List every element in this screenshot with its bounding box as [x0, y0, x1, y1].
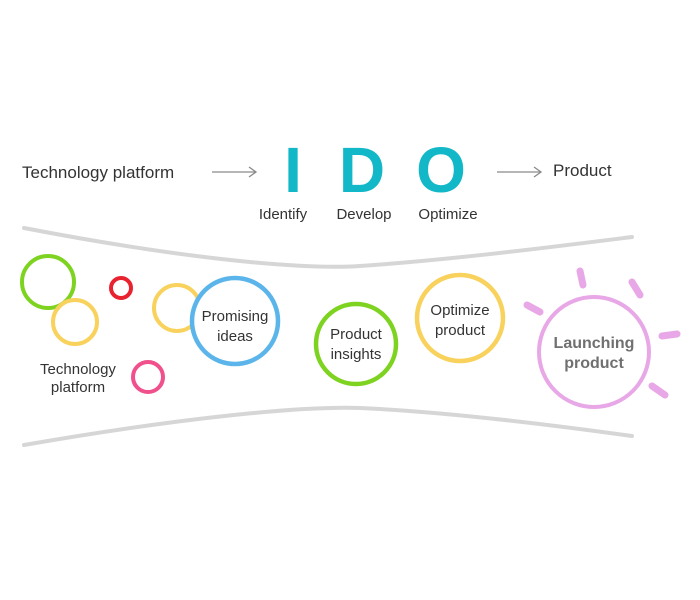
header-left-label: Technology platform [22, 163, 174, 182]
stage-launching-product: Launching product [523, 267, 681, 409]
step-identify: Identify [259, 206, 308, 223]
funnel-bottom-curve [22, 405, 634, 447]
stage-promising-ideas: Promising ideas [189, 275, 281, 367]
bubble-yellow [51, 298, 99, 346]
stage-label-line1: Promising [202, 308, 269, 325]
funnel-left-label-line2: platform [51, 379, 105, 396]
bubble-pink [131, 360, 165, 394]
stage-label-line1: Optimize [430, 302, 489, 319]
stage-label-line1: Launching [554, 335, 635, 352]
letter-o: O [416, 134, 466, 206]
sun-rays-icon [523, 267, 681, 399]
stage-label-line2: product [435, 322, 486, 339]
stage-label-line2: product [564, 355, 624, 372]
step-develop: Develop [336, 206, 391, 223]
bubble-green [20, 254, 76, 310]
stage-label-line2: ideas [217, 328, 253, 345]
bubble-red [109, 276, 133, 300]
funnel-left-label-line1: Technology [40, 361, 116, 378]
stage-optimize-product: Optimize product [414, 272, 506, 364]
letter-d: D [339, 134, 385, 206]
stage-label-line1: Product [330, 326, 383, 343]
arrow-right-icon [212, 166, 258, 178]
arrow-right-icon [497, 166, 543, 178]
letter-i: I [284, 134, 302, 206]
funnel-top-curve [22, 226, 634, 269]
header-right-label: Product [553, 161, 612, 180]
step-optimize: Optimize [418, 206, 477, 223]
stage-label-line2: insights [331, 346, 382, 363]
stage-product-insights: Product insights [313, 301, 399, 387]
